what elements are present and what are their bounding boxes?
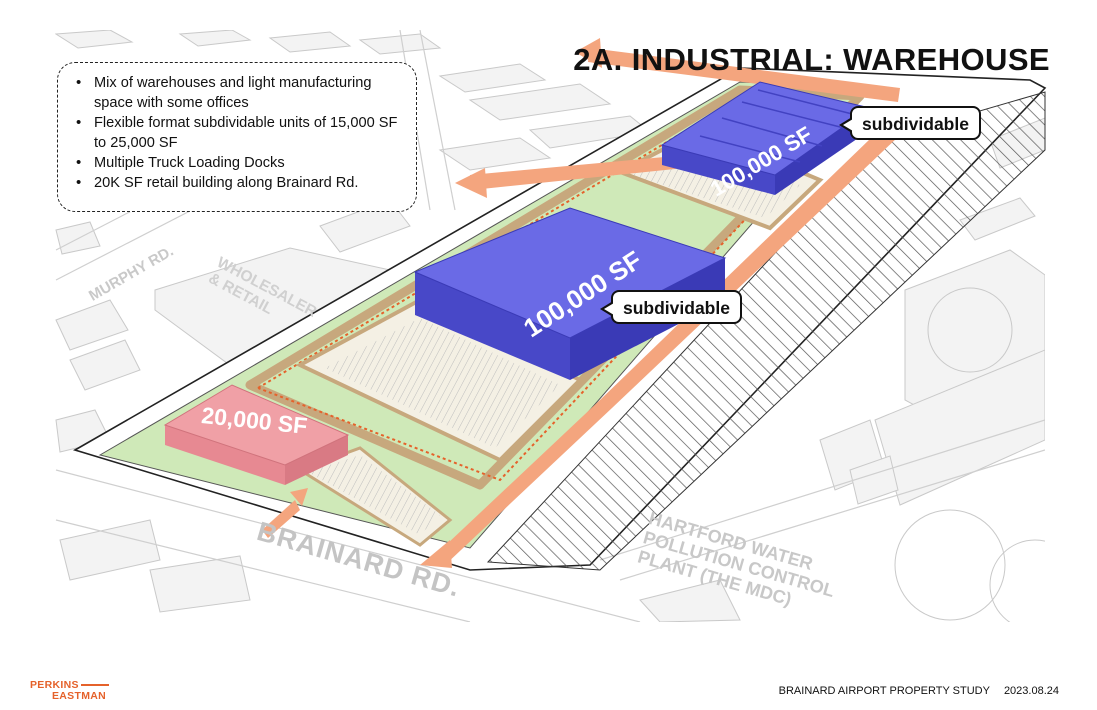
context-map <box>55 30 1045 622</box>
study-date: 2023.08.24 <box>1003 685 1059 697</box>
program-summary-box: Mix of warehouses and light manufacturin… <box>57 62 417 212</box>
callout-subdividable-north: subdividable <box>839 106 981 140</box>
study-name: BRAINARD AIRPORT PROPERTY STUDY <box>778 685 990 697</box>
page-title: 2A. INDUSTRIAL: WAREHOUSE <box>573 42 1050 77</box>
parking-stalls-south <box>325 318 560 448</box>
bullet-item: Mix of warehouses and light manufacturin… <box>74 73 404 113</box>
perkins-eastman-logo: PERKINS EASTMAN <box>30 680 109 702</box>
retail-building <box>163 384 350 485</box>
context-buildings <box>55 30 1045 622</box>
bullet-item: Flexible format subdividable units of 15… <box>74 113 404 153</box>
callout-subdividable-main: subdividable <box>600 290 742 324</box>
footer-study-info: BRAINARD AIRPORT PROPERTY STUDY 2023.08.2… <box>779 685 1059 697</box>
bullet-item: Multiple Truck Loading Docks <box>74 153 404 173</box>
bullet-item: 20K SF retail building along Brainard Rd… <box>74 173 404 193</box>
parking-stalls-retail <box>308 455 440 535</box>
